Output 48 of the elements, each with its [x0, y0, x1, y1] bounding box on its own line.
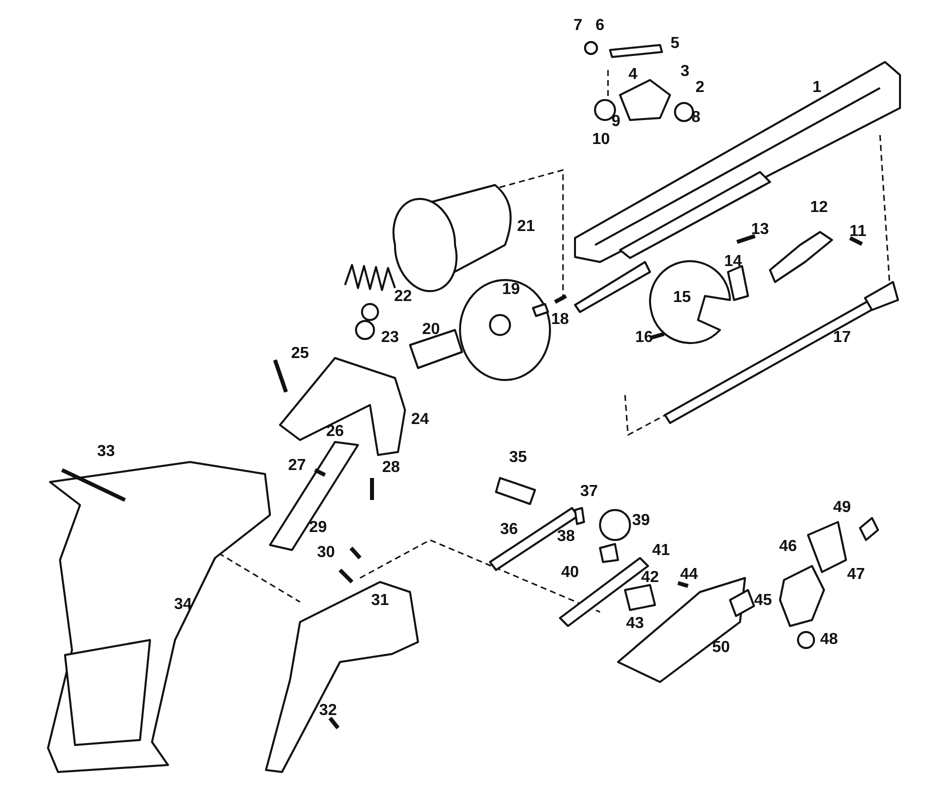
callout-number: 11 [850, 224, 866, 240]
callout-number: 14 [724, 254, 742, 270]
callout-number: 30 [317, 545, 335, 561]
callout-number: 32 [319, 703, 337, 719]
callout-number: 26 [326, 424, 344, 440]
callout-number: 3 [680, 64, 690, 80]
callout-number: 5 [670, 36, 680, 52]
callout-number: 35 [509, 450, 527, 466]
callout-number: 25 [291, 346, 309, 362]
callout-number: 33 [97, 444, 115, 460]
callout-number: 50 [712, 640, 730, 656]
callout-number: 37 [580, 484, 598, 500]
callout-number: 36 [500, 522, 518, 538]
callout-number: 13 [751, 222, 769, 238]
callout-number: 9 [612, 114, 620, 130]
callout-number: 42 [641, 570, 659, 586]
callout-number: 27 [288, 458, 306, 474]
callout-number: 22 [394, 289, 412, 305]
callout-number: 1 [812, 80, 822, 96]
callout-number: 41 [652, 543, 670, 559]
callout-number: 4 [628, 67, 638, 83]
callout-number: 17 [833, 330, 851, 346]
callout-number: 49 [833, 500, 851, 516]
callout-number: 29 [309, 520, 327, 536]
callout-number: 34 [174, 597, 192, 613]
callout-number: 12 [810, 200, 828, 216]
callout-number: 45 [754, 593, 772, 609]
callout-number: 19 [502, 282, 520, 298]
callout-number: 7 [574, 18, 582, 34]
callout-number: 23 [381, 330, 399, 346]
callout-number: 18 [551, 312, 569, 328]
callout-number: 10 [592, 132, 610, 148]
callout-number: 38 [557, 529, 575, 545]
callout-number: 15 [673, 290, 691, 306]
callout-number: 39 [632, 513, 650, 529]
callout-number: 31 [371, 593, 389, 609]
callout-number: 28 [382, 460, 400, 476]
callout-number: 47 [847, 567, 865, 583]
callout-number: 43 [626, 616, 644, 632]
callout-number: 48 [820, 632, 838, 648]
callout-number: 46 [779, 539, 797, 555]
callout-number: 40 [561, 565, 579, 581]
callout-number: 44 [680, 567, 698, 583]
callout-number: 20 [422, 322, 440, 338]
callout-number: 21 [517, 219, 535, 235]
callout-number: 2 [696, 80, 704, 96]
callout-number: 6 [596, 18, 604, 34]
callout-number: 24 [411, 412, 429, 428]
